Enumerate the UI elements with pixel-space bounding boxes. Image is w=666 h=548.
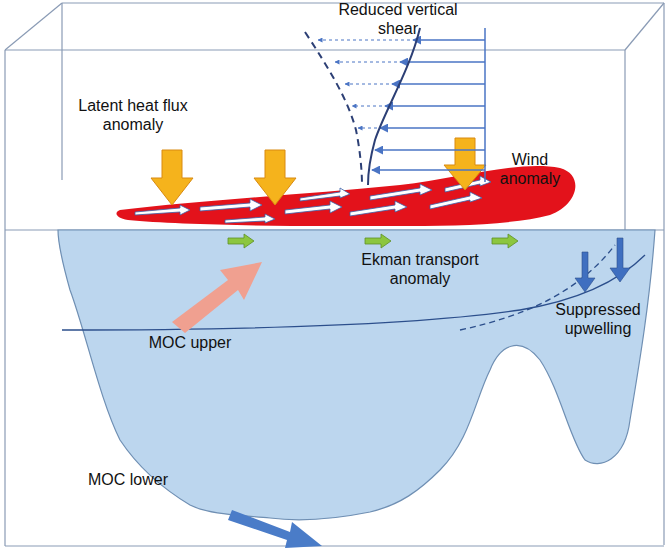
annotation-label: Suppressed upwelling <box>548 300 648 338</box>
annotation-label: Reduced vertical shear <box>328 0 468 38</box>
box-frame <box>5 3 664 546</box>
annotation-label: Ekman transport anomaly <box>353 250 488 288</box>
wind-profile <box>305 28 485 185</box>
annotation-label: Wind anomaly <box>494 150 566 188</box>
ekman-arrows <box>228 234 518 248</box>
moc-boundary <box>62 255 645 330</box>
annotation-label: Latent heat flux anomaly <box>77 96 189 134</box>
ocean-basin <box>58 230 655 520</box>
moc-upper-arrow <box>172 262 262 333</box>
moc-lower-arrow <box>228 510 322 548</box>
annotation-label: MOC lower <box>88 470 168 489</box>
annotation-label: MOC upper <box>149 333 232 352</box>
heat-flux-arrows <box>151 138 486 205</box>
upwelling-arrows <box>575 238 630 292</box>
